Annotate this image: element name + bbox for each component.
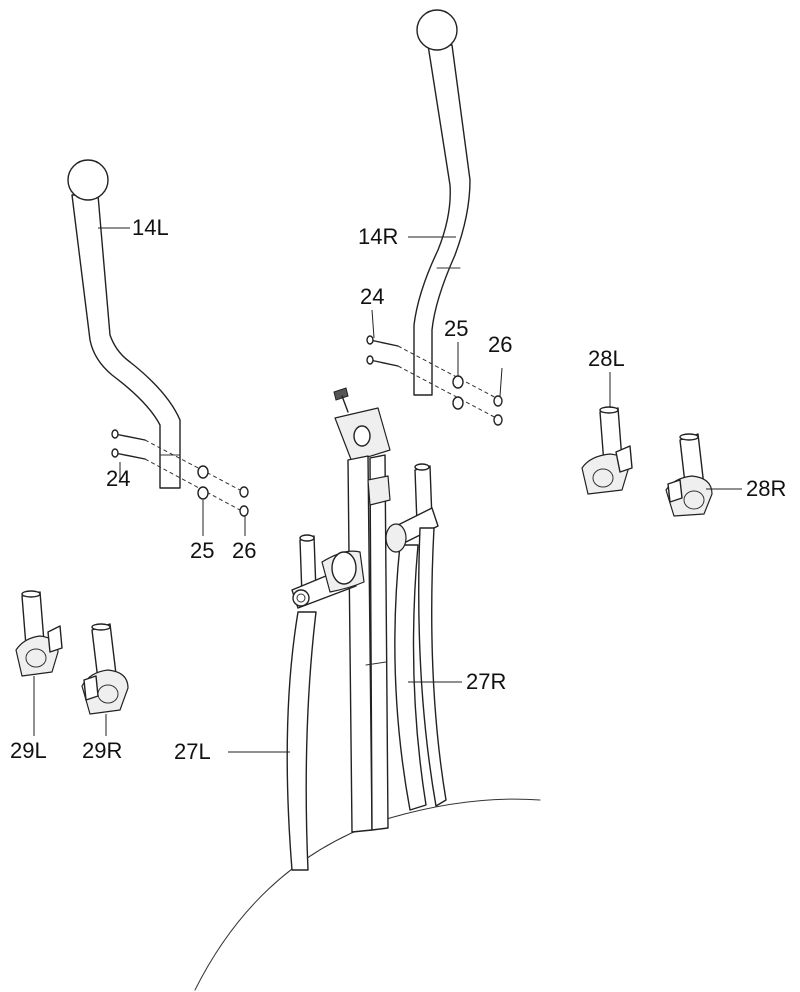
part-28R (665, 433, 713, 517)
label-27R: 27R (466, 669, 506, 694)
part-24-left (111, 429, 241, 511)
label-14L: 14L (132, 215, 169, 240)
label-14R: 14R (358, 224, 398, 249)
label-29L: 29L (10, 738, 47, 763)
part-29L (15, 590, 63, 677)
part-14R (413, 9, 471, 396)
center-mast (333, 387, 391, 833)
label-25-right: 25 (444, 316, 468, 341)
label-24-left: 24 (106, 466, 130, 491)
part-29R (81, 623, 129, 715)
part-26-right (493, 395, 503, 426)
part-25-right (452, 375, 464, 410)
label-26-right: 26 (488, 332, 512, 357)
part-14L (67, 159, 181, 489)
part-28L (581, 406, 633, 495)
label-28L: 28L (588, 346, 625, 371)
label-24-right: 24 (360, 284, 384, 309)
part-26-left (239, 486, 249, 517)
label-25-left: 25 (190, 538, 214, 563)
part-25-left (197, 465, 209, 500)
part-27R (385, 463, 447, 811)
part-24-right (366, 335, 501, 421)
label-27L: 27L (174, 739, 211, 764)
label-26-left: 26 (232, 538, 256, 563)
label-28R: 28R (746, 476, 786, 501)
leader-lines (33, 227, 742, 753)
part-27L (286, 534, 365, 871)
label-29R: 29R (82, 738, 122, 763)
